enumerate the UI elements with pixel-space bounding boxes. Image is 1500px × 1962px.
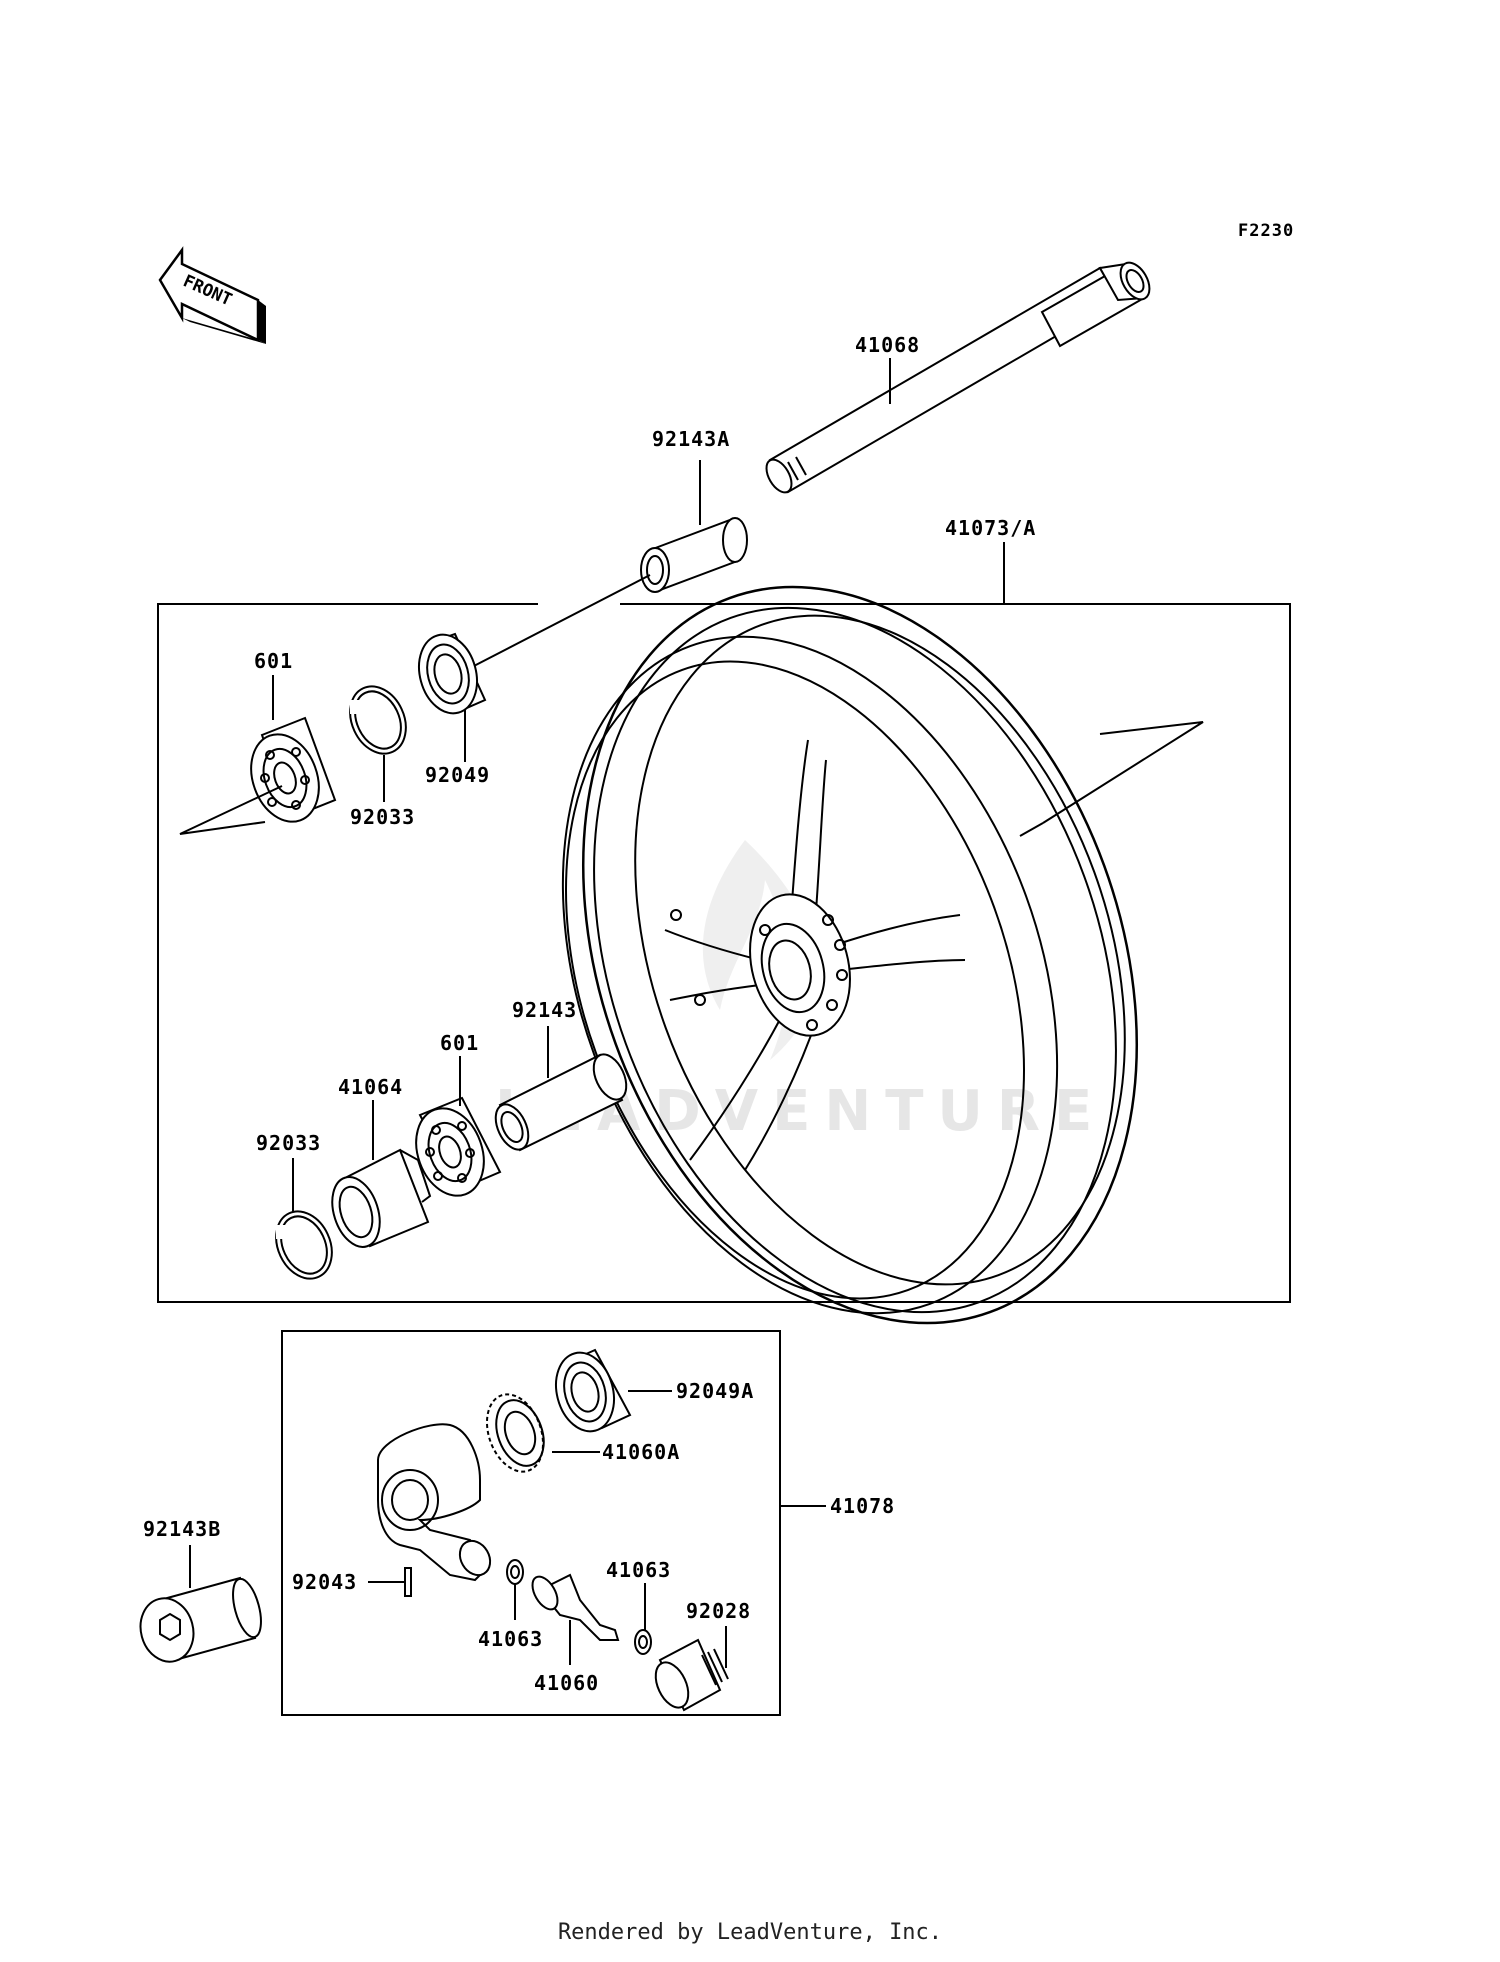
washer-41063-right [634,1629,652,1655]
axle-line-upper [469,574,651,669]
gear-41060a [485,1393,545,1473]
axis-line-wheel [1042,721,1204,824]
spacer-92143 [494,1053,628,1152]
label-92049[interactable]: 92049 [425,763,490,787]
axis-line-wheel-left [1019,822,1044,837]
spacer-92143a [640,517,748,593]
oil-seal-92049 [418,632,487,715]
footer-credit: Rendered by LeadVenture, Inc. [557,1920,943,1945]
label-41073a[interactable]: 41073/A [945,516,1036,540]
label-92049a[interactable]: 92049A [676,1379,754,1403]
label-92143[interactable]: 92143 [512,998,577,1022]
axis-line-bearing-top [179,785,283,835]
label-601-bottom[interactable]: 601 [440,1031,479,1055]
label-41064[interactable]: 41064 [338,1075,403,1099]
label-41063-left[interactable]: 41063 [478,1627,543,1651]
meter-gear-housing [377,1423,492,1582]
label-92028[interactable]: 92028 [686,1599,751,1623]
collar-41064 [331,1148,432,1248]
label-41068[interactable]: 41068 [855,333,920,357]
label-92033-bottom[interactable]: 92033 [256,1131,321,1155]
washer-41063-left [506,1559,524,1585]
pin-92043 [404,1567,412,1597]
diagram-code: F2230 [1238,221,1294,241]
front-axle [765,261,1151,494]
label-41078[interactable]: 41078 [830,1494,895,1518]
label-41060a[interactable]: 41060A [602,1440,680,1464]
bearing-601-top [250,716,337,823]
front-wheel [561,585,1138,1325]
label-92043[interactable]: 92043 [292,1570,357,1594]
spacer-92143b [139,1576,262,1663]
pinion-gear-41060 [531,1573,620,1641]
wheel-assembly-box [157,603,1291,1303]
label-92033-top[interactable]: 92033 [350,805,415,829]
label-92143b[interactable]: 92143B [143,1517,221,1541]
meter-gear-assembly-box [281,1330,781,1716]
label-601-top[interactable]: 601 [254,649,293,673]
label-41060[interactable]: 41060 [534,1671,599,1695]
bushing-92028 [654,1638,729,1712]
circlip-92033-bottom [275,1210,333,1280]
label-41063-right[interactable]: 41063 [606,1558,671,1582]
front-arrow-icon: FRONT [158,246,266,344]
oil-seal-92049a [555,1348,632,1433]
circlip-92033-top [349,685,407,755]
bearing-601-bottom [415,1096,502,1197]
label-92143a[interactable]: 92143A [652,427,730,451]
